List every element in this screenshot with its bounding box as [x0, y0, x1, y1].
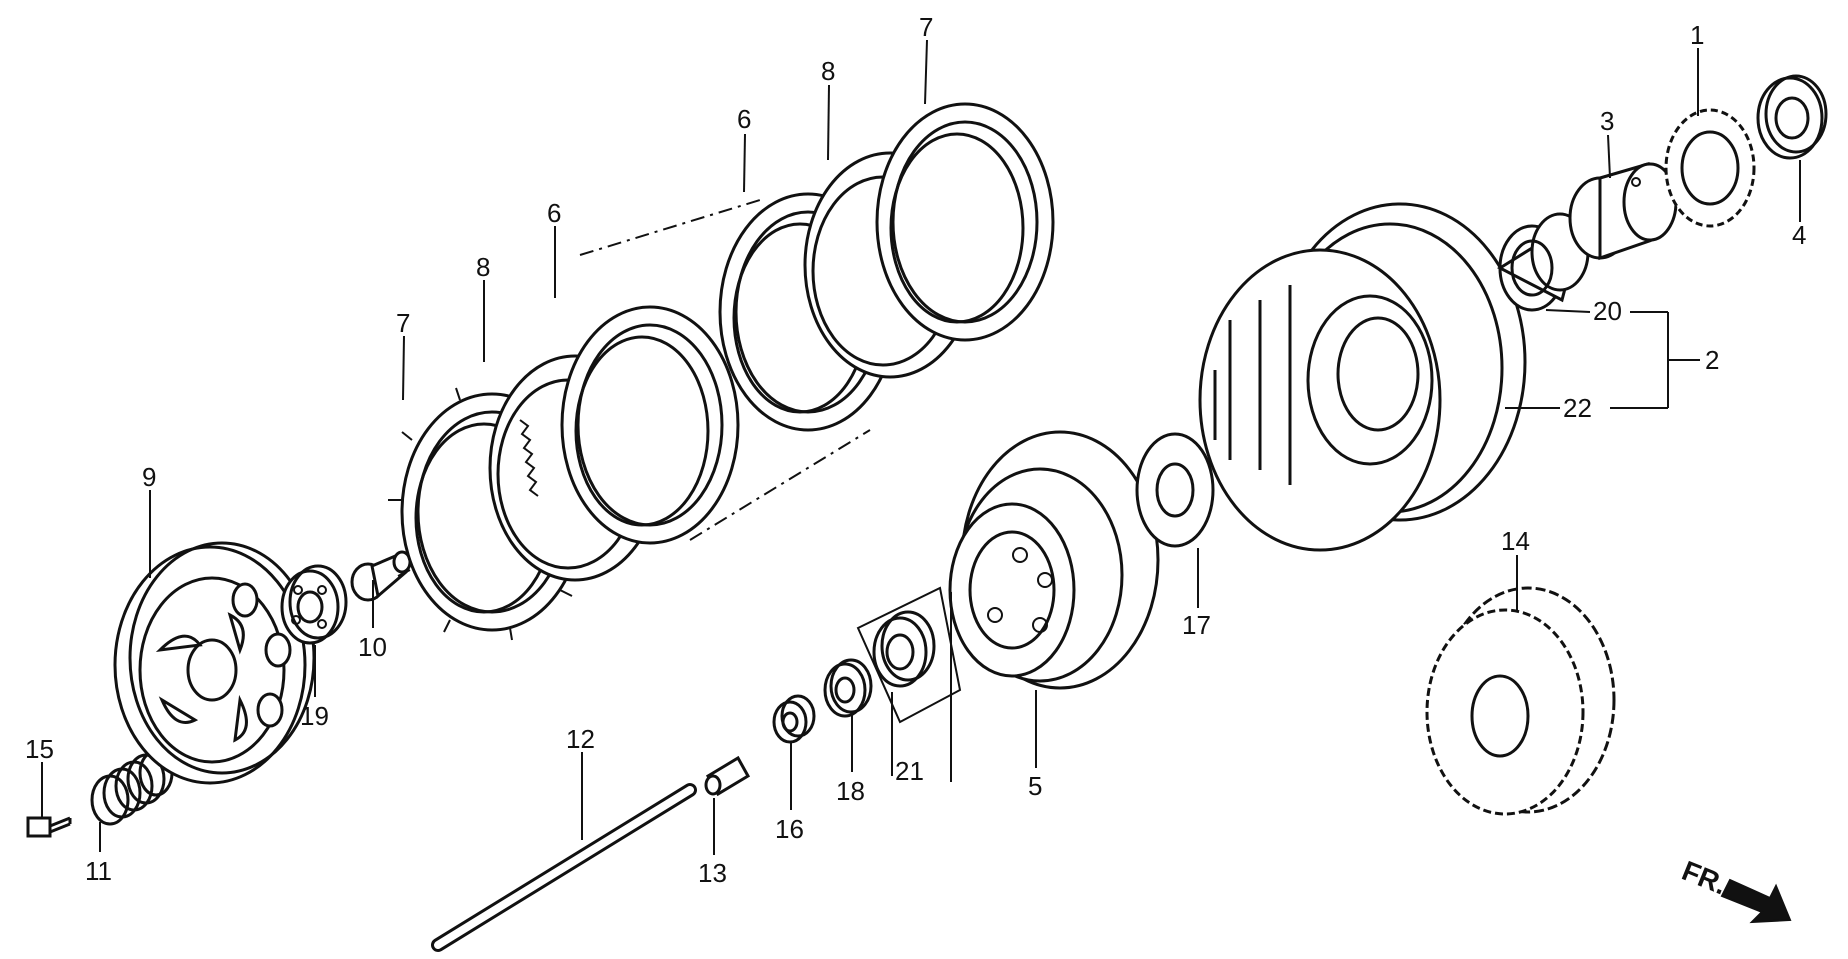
part-7-friction-disc-right [875, 102, 1055, 342]
callout-9: 9 [142, 462, 156, 492]
part-15-bolt [26, 816, 72, 838]
callout-13: 13 [698, 858, 727, 888]
assembly-guide-lines [579, 199, 871, 541]
callout-11: 11 [85, 856, 112, 886]
part-10-lifter-piece [350, 550, 412, 602]
callout-5: 5 [1028, 771, 1042, 801]
part-9-pressure-plate [113, 541, 316, 785]
part-14-gear [1425, 586, 1616, 816]
callout-6a: 6 [737, 104, 751, 134]
callout-12: 12 [566, 724, 595, 754]
part-18-washer [823, 658, 873, 718]
part-1-gear [1664, 108, 1756, 228]
part-21-washer [856, 586, 962, 724]
callout-7b: 7 [396, 308, 410, 338]
callout-20: 20 [1593, 296, 1622, 326]
callout-3: 3 [1600, 106, 1614, 136]
callout-10: 10 [358, 632, 387, 662]
part-12-push-rod [431, 783, 697, 952]
part-16-lock-nut [772, 694, 816, 744]
callout-16: 16 [775, 814, 804, 844]
front-arrow-icon [1720, 878, 1792, 924]
part-19-bearing [280, 564, 348, 645]
callout-18: 18 [836, 776, 865, 806]
part-17-thrust-washer [1135, 432, 1215, 548]
part-3-collar [1568, 162, 1678, 261]
callout-1: 1 [1690, 20, 1704, 50]
part-5-clutch-center [948, 430, 1160, 690]
callout-21: 21 [895, 756, 924, 786]
callout-8b: 8 [476, 252, 490, 282]
front-direction-indicator: FR. [1678, 855, 1792, 924]
callout-7a: 7 [919, 12, 933, 42]
callout-19: 19 [300, 701, 329, 731]
callout-22: 22 [1563, 393, 1592, 423]
callout-8a: 8 [821, 56, 835, 86]
callout-2: 2 [1705, 345, 1719, 375]
callout-labels: 1 2 3 4 5 6 6 7 7 8 8 9 10 11 12 13 14 1… [25, 12, 1806, 888]
callout-14: 14 [1501, 526, 1530, 556]
part-13-pin [704, 755, 751, 797]
part-4-seal [1756, 74, 1828, 160]
part-6-friction-disc-left [560, 305, 740, 545]
callout-6b: 6 [547, 198, 561, 228]
callout-15: 15 [25, 734, 54, 764]
part-22-clutch-outer [1198, 202, 1527, 552]
leader-lines [41, 39, 1801, 855]
callout-4: 4 [1792, 220, 1806, 250]
callout-17: 17 [1182, 610, 1211, 640]
part-20-needle-bearing [1496, 212, 1590, 312]
